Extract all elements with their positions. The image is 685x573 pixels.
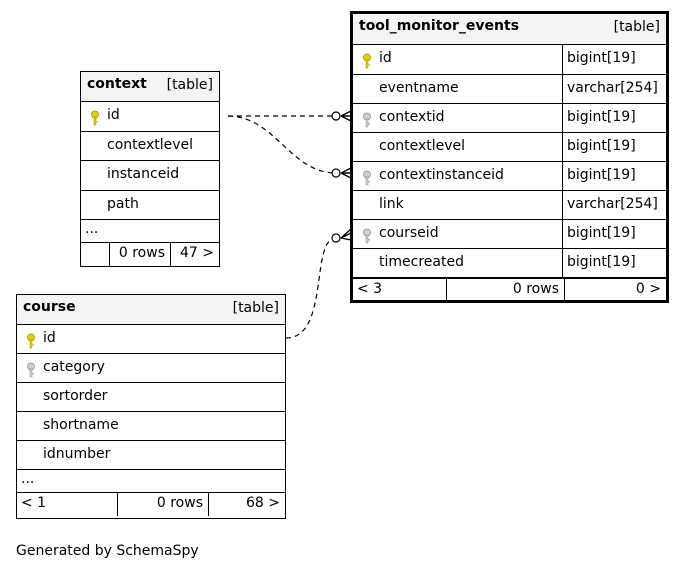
table-header: context [table]	[81, 72, 219, 102]
column-name: contextid	[379, 109, 445, 125]
column-row-path[interactable]: path	[81, 191, 219, 220]
column-name: timecreated	[379, 254, 464, 270]
column-row-eventname[interactable]: eventname varchar[254]	[353, 75, 666, 104]
table-type-label: [table]	[232, 300, 279, 316]
table-footer: < 3 0 rows 0 >	[353, 278, 666, 302]
table-footer: 0 rows 47 >	[81, 243, 219, 266]
table-name[interactable]: tool_monitor_events	[359, 18, 520, 34]
column-name: id	[379, 50, 392, 66]
column-name: courseid	[379, 225, 439, 241]
foreign-key-icon	[27, 362, 35, 378]
more-columns-ellipsis: ...	[17, 470, 285, 493]
column-name: idnumber	[43, 446, 111, 462]
column-name: eventname	[379, 80, 459, 96]
column-name: instanceid	[107, 166, 180, 182]
column-type: bigint[19]	[567, 109, 636, 125]
table-header: course [table]	[17, 295, 285, 325]
context-table[interactable]: context [table] id contextlevel instance…	[80, 71, 220, 267]
table-type-label: [table]	[613, 19, 660, 35]
table-name[interactable]: course	[23, 299, 76, 315]
foreign-key-icon	[363, 170, 371, 186]
crowfoot-marker	[340, 167, 352, 179]
column-row-instanceid[interactable]: instanceid	[81, 161, 219, 191]
row-count: 0 rows	[118, 245, 165, 261]
table-name[interactable]: context	[87, 76, 147, 92]
column-row-sortorder[interactable]: sortorder	[17, 383, 285, 412]
column-row-idnumber[interactable]: idnumber	[17, 441, 285, 470]
column-row-timecreated[interactable]: timecreated bigint[19]	[353, 249, 666, 278]
column-name: path	[107, 196, 139, 212]
column-type: bigint[19]	[567, 138, 636, 154]
column-type: varchar[254]	[567, 196, 658, 212]
column-name: contextlevel	[107, 137, 194, 153]
link-course-id-to-courseid[interactable]	[285, 237, 337, 339]
column-name: id	[107, 107, 120, 123]
column-type: bigint[19]	[567, 50, 636, 66]
column-row-shortname[interactable]: shortname	[17, 412, 285, 441]
parents-count[interactable]: < 3	[357, 281, 383, 297]
column-row-courseid[interactable]: courseid bigint[19]	[353, 220, 666, 249]
primary-key-icon	[27, 333, 35, 349]
children-count[interactable]: 68 >	[246, 495, 280, 511]
column-row-contextid[interactable]: contextid bigint[19]	[353, 104, 666, 133]
column-name: id	[43, 330, 56, 346]
column-name: sortorder	[43, 388, 108, 404]
column-row-contextinstanceid[interactable]: contextinstanceid bigint[19]	[353, 162, 666, 191]
children-count[interactable]: 47 >	[180, 245, 214, 261]
link-context-id-to-contextinstanceid[interactable]	[227, 115, 337, 174]
column-row-id[interactable]: id bigint[19]	[353, 45, 666, 75]
column-row-id[interactable]: id	[81, 102, 219, 132]
table-header: tool_monitor_events [table]	[353, 14, 666, 45]
column-row-contextlevel[interactable]: contextlevel	[81, 132, 219, 161]
column-row-category[interactable]: category	[17, 354, 285, 383]
table-type-label: [table]	[166, 77, 213, 93]
column-name: contextinstanceid	[379, 167, 504, 183]
primary-key-icon	[91, 110, 99, 126]
parents-count[interactable]: < 1	[21, 495, 47, 511]
zero-many-marker	[331, 233, 341, 243]
column-row-id[interactable]: id	[17, 325, 285, 354]
foreign-key-icon	[363, 228, 371, 244]
column-row-link[interactable]: link varchar[254]	[353, 191, 666, 220]
crowfoot-marker	[340, 228, 352, 241]
column-name: shortname	[43, 417, 119, 433]
generated-by-label: Generated by SchemaSpy	[16, 543, 199, 559]
primary-key-icon	[363, 53, 371, 69]
tool-monitor-events-table[interactable]: tool_monitor_events [table] id bigint[19…	[350, 11, 669, 303]
column-type: bigint[19]	[567, 167, 636, 183]
column-type: varchar[254]	[567, 80, 658, 96]
foreign-key-icon	[363, 112, 371, 128]
column-type: bigint[19]	[567, 225, 636, 241]
zero-many-marker	[331, 111, 341, 121]
column-name: category	[43, 359, 105, 375]
column-name: contextlevel	[379, 138, 466, 154]
more-columns-ellipsis: ...	[81, 220, 219, 243]
column-type: bigint[19]	[567, 254, 636, 270]
table-footer: < 1 0 rows 68 >	[17, 493, 285, 516]
zero-many-marker	[331, 168, 341, 178]
children-count[interactable]: 0 >	[635, 281, 661, 297]
column-row-contextlevel[interactable]: contextlevel bigint[19]	[353, 133, 666, 162]
crowfoot-marker	[340, 110, 352, 122]
course-table[interactable]: course [table] id category sortorder sho…	[16, 294, 286, 519]
column-name: link	[379, 196, 404, 212]
row-count: 0 rows	[156, 495, 203, 511]
row-count: 0 rows	[512, 281, 559, 297]
